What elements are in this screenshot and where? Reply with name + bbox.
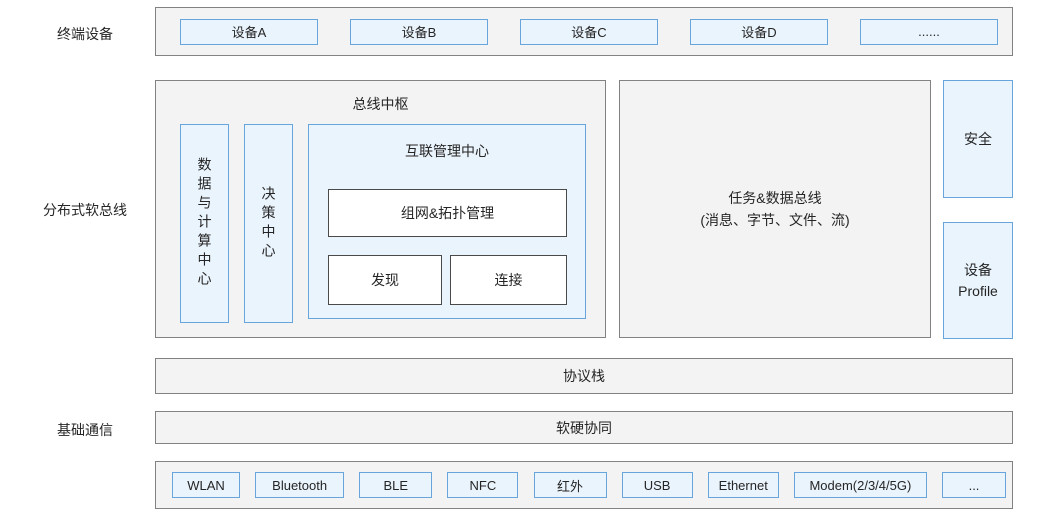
terminal-devices-container: 设备A 设备B 设备C 设备D ...... — [155, 7, 1013, 56]
protocol-modem-box: Modem(2/3/4/5G) — [793, 472, 927, 498]
protocol-infrared-box: 红外 — [533, 472, 607, 498]
connection-box: 连接 — [450, 255, 567, 305]
comm-protocols-container: WLAN Bluetooth BLE NFC 红外 USB Ethernet M… — [155, 461, 1013, 509]
security-box: 安全 — [943, 80, 1013, 198]
device-profile-label: 设备 Profile — [958, 261, 998, 299]
interconnect-mgmt-center-title: 互联管理中心 — [405, 143, 489, 159]
decision-center-label: 决策中心 — [260, 185, 277, 262]
protocol-usb-box: USB — [621, 472, 693, 498]
discovery-box: 发现 — [328, 255, 442, 305]
bus-hub-title: 总线中枢 — [352, 96, 409, 112]
interconnect-mgmt-center-box: 互联管理中心 组网&拓扑管理 发现 连接 — [308, 124, 586, 319]
protocol-more-box: ... — [942, 472, 1006, 498]
data-compute-center-box: 数据与计算中心 — [180, 124, 229, 323]
device-c-box: 设备C — [520, 18, 658, 45]
label-terminal-devices: 终端设备 — [57, 26, 113, 42]
networking-topology-box: 组网&拓扑管理 — [328, 189, 567, 237]
protocol-ethernet-box: Ethernet — [707, 472, 779, 498]
bus-hub-container: 总线中枢 数据与计算中心 决策中心 互联管理中心 组网&拓扑管理 发现 连接 — [155, 80, 606, 338]
protocol-ble-box: BLE — [359, 472, 433, 498]
task-data-bus-container: 任务&数据总线 (消息、字节、文件、流) — [619, 80, 931, 338]
device-profile-box: 设备 Profile — [943, 222, 1013, 339]
hw-sw-synergy-bar: 软硬协同 — [155, 411, 1013, 444]
device-more-box: ...... — [860, 18, 998, 45]
protocol-stack-bar: 协议栈 — [155, 358, 1013, 394]
protocol-wlan-box: WLAN — [172, 472, 240, 498]
task-data-bus-label: 任务&数据总线 (消息、字节、文件、流) — [700, 190, 850, 228]
data-compute-center-label: 数据与计算中心 — [196, 157, 213, 290]
protocol-nfc-box: NFC — [447, 472, 519, 498]
label-distributed-softbus: 分布式软总线 — [43, 202, 127, 218]
device-b-box: 设备B — [350, 18, 488, 45]
device-d-box: 设备D — [690, 18, 828, 45]
label-basic-communication: 基础通信 — [57, 422, 113, 438]
decision-center-box: 决策中心 — [244, 124, 293, 323]
protocol-bluetooth-box: Bluetooth — [255, 472, 345, 498]
device-a-box: 设备A — [180, 18, 318, 45]
